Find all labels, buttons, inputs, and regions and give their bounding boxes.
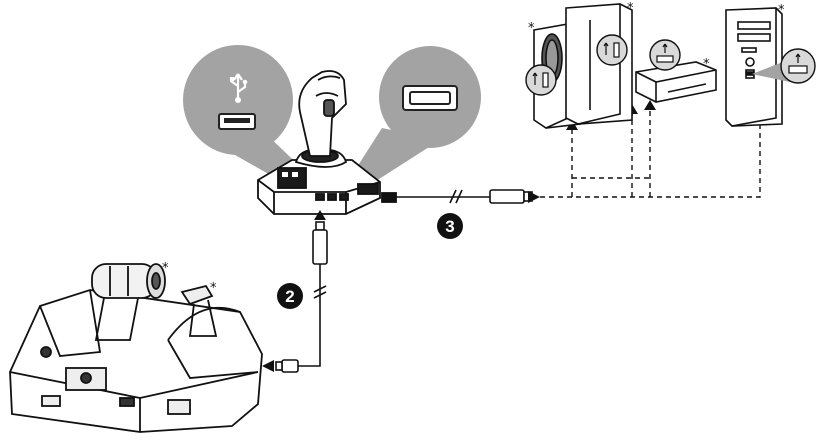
xbox-one: [635, 61, 717, 103]
step-2-number: 2: [285, 287, 294, 306]
xbox-one-usb-callout: [649, 39, 681, 71]
cable-2-arrow-left: [262, 360, 274, 372]
pc-tower: [725, 7, 783, 127]
joystick-callouts: [183, 45, 481, 192]
throttle-asterisk-1: *: [162, 261, 169, 276]
xbox-series-x-usb-callout: [596, 34, 628, 66]
pc-usb-callout: [780, 48, 816, 84]
joystick: [257, 70, 397, 215]
throttle-quadrant: [9, 263, 263, 433]
pc-asterisk: *: [778, 3, 785, 18]
joystick-usb-ports: [315, 193, 349, 201]
cable-2-arrow-up: [314, 210, 326, 220]
cable-2-badge: 2: [277, 283, 303, 309]
step-3-number: 3: [445, 217, 454, 236]
xbox-series-x: [565, 3, 633, 125]
cable-3-badge: 3: [437, 213, 463, 239]
cable-3-arrow: [528, 191, 540, 203]
xbox-series-x-asterisk: *: [627, 1, 634, 16]
cable-2: [275, 221, 328, 373]
xbox-series-s-usb-callout: [525, 64, 557, 96]
throttle-asterisk-2: *: [210, 281, 217, 296]
cable-3: [396, 189, 533, 204]
usb-icon: [229, 73, 248, 103]
xbox-one-asterisk: *: [703, 57, 710, 72]
xbox-series-s-asterisk: *: [528, 21, 535, 36]
flat-port-icon: [402, 85, 458, 111]
joystick-output-connector: [381, 192, 397, 203]
